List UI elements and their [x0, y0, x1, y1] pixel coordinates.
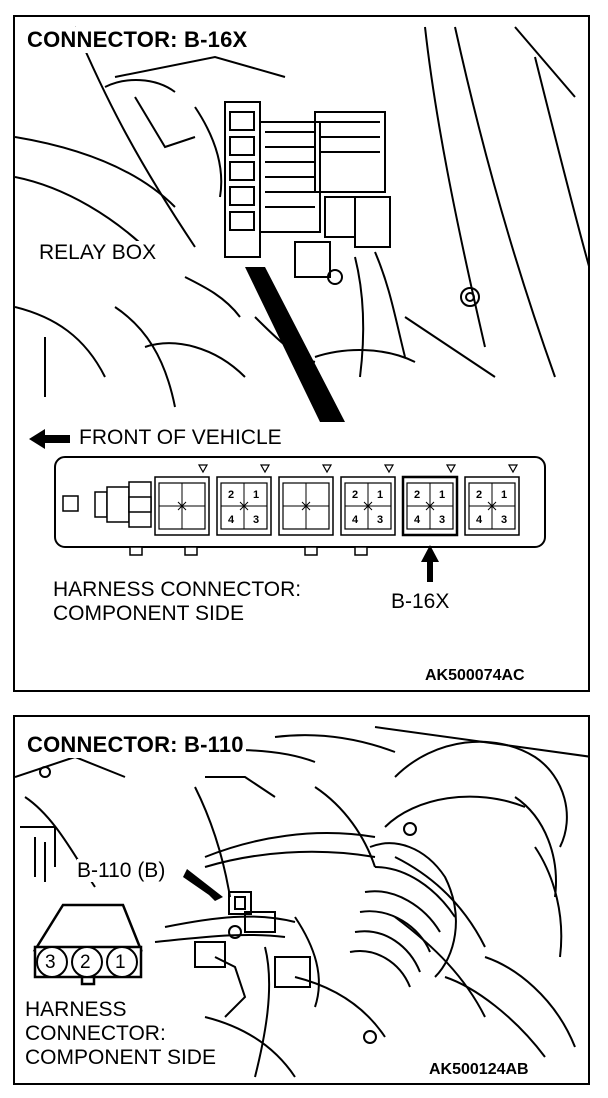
connector-b16x-title: CONNECTOR: B-16X [25, 27, 250, 53]
b16x-label: B-16X [391, 590, 450, 613]
cavity-x-mark [301, 501, 311, 511]
front-of-vehicle-label: FRONT OF VEHICLE [79, 426, 282, 449]
cavity-pin-number: 1 [439, 489, 445, 501]
cavity-pin-number: 3 [439, 514, 445, 526]
cavity-marker-icon [321, 464, 333, 474]
cavity-marker-icon [383, 464, 395, 474]
cavity-pin-number: 1 [501, 489, 507, 501]
cavity-drawing: 2 1 4 3 2 1 4 3 2 1 4 3 2 1 4 3 [154, 464, 520, 537]
image-code-top: AK500074AC [425, 667, 525, 684]
pin-1-label: 1 [115, 952, 126, 973]
image-code-bottom: AK500124AB [429, 1061, 529, 1078]
cavity-x-mark [425, 501, 435, 511]
connector-b16x-panel: CONNECTOR: B-16X RELAY BOX FRONT OF VEHI… [13, 15, 590, 692]
cavity-x-mark [487, 501, 497, 511]
cavity-marker-icon [507, 464, 519, 474]
cavity-marker-icon [259, 464, 271, 474]
cavity-x-mark [363, 501, 373, 511]
cavity-pin-number: 2 [476, 489, 482, 501]
cavity-pin-number: 1 [377, 489, 383, 501]
connector-b110-panel: CONNECTOR: B-110 B-110 (B) 3 2 1 HARNESS… [13, 715, 590, 1085]
cavity-pin-number: 3 [501, 514, 507, 526]
cavity-x-mark [177, 501, 187, 511]
connector-b110-title: CONNECTOR: B-110 [25, 732, 246, 758]
b110-connector-label: B-110 (B) [77, 859, 166, 882]
pin-2-label: 2 [80, 952, 91, 973]
cavity-pin-number: 4 [352, 514, 359, 526]
harness-label-line1: HARNESS [25, 998, 127, 1021]
cavity-marker-icon [197, 464, 209, 474]
cavity-pin-number: 2 [352, 489, 358, 501]
relay-box-label: RELAY BOX [39, 241, 157, 264]
cavity-pin-number: 4 [228, 514, 235, 526]
cavity-pin-number: 4 [476, 514, 483, 526]
cavity-pin-number: 4 [414, 514, 421, 526]
harness-label-line2: CONNECTOR: [25, 1022, 166, 1045]
pin-3-label: 3 [45, 952, 56, 973]
cavity-pin-number: 2 [414, 489, 420, 501]
harness-connector-label-line2: COMPONENT SIDE [53, 602, 244, 625]
cavity-pin-number: 1 [253, 489, 259, 501]
cavity-pin-number: 2 [228, 489, 234, 501]
cavity-marker-icon [445, 464, 457, 474]
harness-label-line3: COMPONENT SIDE [25, 1046, 216, 1069]
cavity-pin-number: 3 [253, 514, 259, 526]
engine-bay-illustration-bottom [15, 726, 588, 1078]
harness-connector-label-line1: HARNESS CONNECTOR: [53, 578, 302, 601]
cavity-x-mark [239, 501, 249, 511]
cavity-pin-number: 3 [377, 514, 383, 526]
